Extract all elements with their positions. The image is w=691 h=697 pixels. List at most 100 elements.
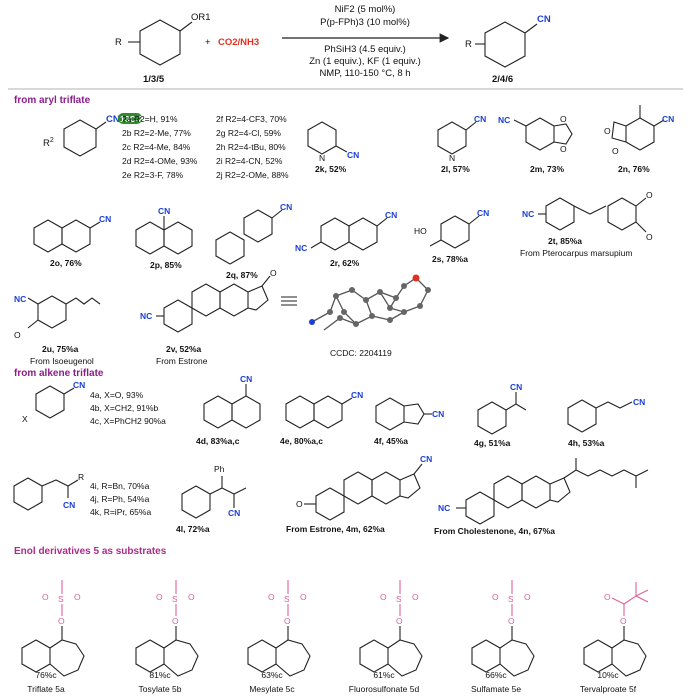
aryl-generic-structure: CN R2 [43,114,120,157]
alkene-label-4: 4h, 53%a [568,438,605,448]
aryl-entry-8: 2i R2=4-CN, 52% [216,156,283,166]
enol-name-0: Triflate 5a [27,684,65,694]
svg-text:CN: CN [351,390,363,400]
svg-text:CN: CN [99,214,111,224]
structure-2p: CN [135,206,193,255]
structure-2t: NC O O [522,190,653,242]
alkene-label-3: 4g, 51%a [474,438,511,448]
svg-text:O: O [270,268,277,278]
r-label: R [115,37,122,48]
structure-4e: CN [285,390,363,429]
enol-structure-3: O S O O [359,580,423,677]
co2-nh3-label: CO2/NH3 [218,37,259,48]
svg-text:S: S [284,594,290,604]
aryl-col2: 2f R2=4-CF3, 70%2g R2=4-Cl, 59%2h R2=4-t… [216,114,289,180]
enol-structure-1: O S O O [135,580,199,677]
svg-text:CN: CN [73,380,85,390]
condition-4: Zn (1 equiv.), KF (1 equiv.) [309,56,421,67]
aryl-entry-0: 2a R2=H, 91% [122,114,178,124]
svg-text:NC: NC [498,115,510,125]
aryl-entry-5: 2f R2=4-CF3, 70% [216,114,287,124]
cn-label: CN [537,14,551,25]
enol-yield-5: 10%c [597,670,619,680]
enol-yield-0: 76%c [35,670,57,680]
source-2t: From Pterocarpus marsupium [520,248,632,258]
crystal-structure [309,274,431,331]
svg-text:Ph: Ph [214,464,225,474]
r-label-product: R [465,39,472,50]
ccdc-label: CCDC: 2204119 [330,348,392,358]
product-label: 2/4/6 [492,74,513,85]
reactant-structure: OR1 R 1/3/5 [115,12,211,85]
structure-4d: CN [203,374,261,429]
alkene-4j: 4j, R=Ph, 54%a [90,494,150,504]
svg-text:O: O [604,126,611,136]
condition-1: NiF2 (5 mol%) [335,4,396,15]
svg-text:O: O [492,592,499,602]
svg-text:NC: NC [438,503,450,513]
aryl-label-1: 2l, 57% [441,164,470,174]
structure-4f: CN [375,397,444,431]
svg-text:X: X [22,414,28,424]
section-enol-title: Enol derivatives 5 as substrates [14,546,167,557]
alkene-4a: 4a, X=O, 93% [90,390,144,400]
svg-text:O: O [284,616,291,626]
enol-structures: O S O O O S O O O S O O O S O O O S [21,580,649,677]
aryl-label-8: 2s, 78%a [432,254,468,264]
structure-2o: CN [33,214,111,253]
svg-text:S: S [172,594,178,604]
svg-text:NC: NC [140,311,152,321]
structure-4ijk: R CN [13,472,84,511]
svg-text:CN: CN [280,202,292,212]
aryl-col1: 2a R2=H, 91%2b R2=2-Me, 77%2c R2=4-Me, 8… [122,114,198,180]
svg-text:O: O [646,232,653,242]
svg-text:O: O [412,592,419,602]
structure-2u: NC O [14,294,101,340]
source-2u: From Isoeugenol [30,356,94,366]
svg-text:CN: CN [432,409,444,419]
svg-text:O: O [74,592,81,602]
svg-text:R: R [78,472,84,482]
svg-text:N: N [449,153,455,163]
enol-structure-0: O S O O [21,580,85,677]
svg-text:CN: CN [347,150,359,160]
structure-2m: O O NC [498,114,573,154]
reactant-label: 1/3/5 [143,74,165,85]
svg-text:CN: CN [63,500,75,510]
condition-3: PhSiH3 (4.5 equiv.) [324,44,406,55]
structure-2s: HO CN [414,208,489,249]
aryl-entry-2: 2c R2=4-Me, 84% [122,142,191,152]
svg-text:O: O [620,616,627,626]
svg-text:CN: CN [477,208,489,218]
structure-4n: NC [438,458,649,525]
structure-2v: O NC [140,268,277,333]
svg-text:S: S [508,594,514,604]
svg-text:NC: NC [522,209,534,219]
svg-text:S: S [58,594,64,604]
aryl-label-3: 2n, 76% [618,164,650,174]
structure-2l: N CN [437,114,486,163]
aryl-label-0: 2k, 52% [315,164,347,174]
cn-label: CN [106,114,120,125]
structure-2k: N CN [307,121,359,163]
enol-yield-2: 63%c [261,670,283,680]
svg-text:O: O [156,592,163,602]
aryl-label-5: 2p, 85% [150,260,182,270]
svg-text:NC: NC [14,294,26,304]
svg-text:O: O [300,592,307,602]
svg-text:CN: CN [158,206,170,216]
structure-4g: CN [477,382,527,435]
structure-2q: CN [215,202,292,265]
svg-text:O: O [396,616,403,626]
alkene-label-0: 4d, 83%a,c [196,436,240,446]
aryl-label-7: 2r, 62% [330,258,360,268]
enol-yield-3: 61%c [373,670,395,680]
svg-text:CN: CN [510,382,522,392]
svg-text:O: O [524,592,531,602]
aryl-label-11: 2v, 52%a [166,344,202,354]
alkene-4b: 4b, X=CH2, 91%b [90,403,159,413]
alkene-label-5: 4l, 72%a [176,524,210,534]
aryl-entry-3: 2d R2=4-OMe, 93% [122,156,198,166]
aryl-label-4: 2o, 76% [50,258,82,268]
alkene-label-6: From Estrone, 4m, 62%a [286,524,385,534]
